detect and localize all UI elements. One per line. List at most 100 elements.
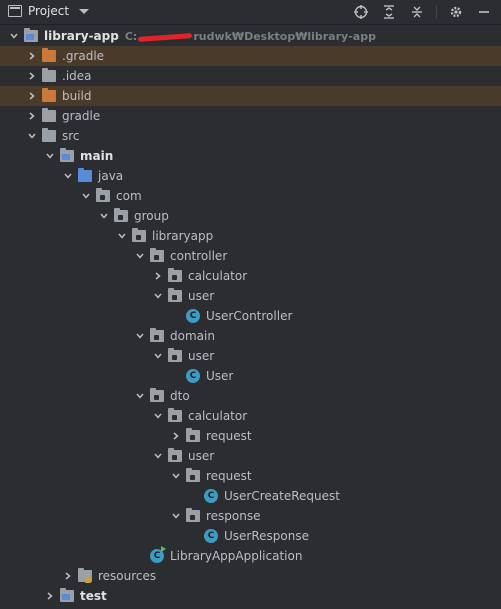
chevron-down-icon[interactable] bbox=[152, 446, 164, 466]
tree-item-label: .gradle bbox=[62, 49, 105, 63]
project-path-prefix: C: bbox=[124, 30, 138, 43]
tree-item-label: src bbox=[62, 129, 80, 143]
chevron-down-icon[interactable] bbox=[62, 166, 74, 186]
chevron-down-icon[interactable] bbox=[134, 246, 146, 266]
package-icon bbox=[114, 208, 128, 222]
chevron-down-icon[interactable] bbox=[26, 126, 38, 146]
tree-row-build[interactable]: build bbox=[0, 86, 501, 106]
package-icon bbox=[150, 388, 164, 402]
tree-item-label: libraryapp bbox=[152, 229, 214, 243]
tree-row-user[interactable]: user bbox=[0, 286, 501, 306]
chevron-down-icon[interactable] bbox=[134, 326, 146, 346]
tree-item-label: request bbox=[206, 429, 252, 443]
chevron-down-icon[interactable] bbox=[152, 346, 164, 366]
project-path: C: rudwk₩Desktop₩library-app bbox=[125, 30, 376, 43]
package-icon bbox=[168, 448, 182, 462]
tree-row-dto[interactable]: dto bbox=[0, 386, 501, 406]
tree-item-label: group bbox=[134, 209, 169, 223]
minimize-icon[interactable] bbox=[475, 3, 493, 21]
tree-item-label: com bbox=[116, 189, 142, 203]
module-folder-icon bbox=[60, 148, 74, 162]
tree-item-label: test bbox=[80, 589, 107, 603]
tree-item-label: LibraryAppApplication bbox=[170, 549, 303, 563]
folder-icon bbox=[42, 128, 56, 142]
tree-item-label: UserController bbox=[206, 309, 293, 323]
package-icon bbox=[186, 428, 200, 442]
tree-row-response[interactable]: response bbox=[0, 506, 501, 526]
chevron-right-icon[interactable] bbox=[26, 46, 38, 66]
collapse-all-icon[interactable] bbox=[408, 3, 426, 21]
tree-item-label: build bbox=[62, 89, 92, 103]
tree-item-label: gradle bbox=[62, 109, 101, 123]
chevron-down-icon[interactable] bbox=[170, 506, 182, 526]
crosshair-icon[interactable] bbox=[352, 3, 370, 21]
tree-row-java[interactable]: java bbox=[0, 166, 501, 186]
tree-row-calculator[interactable]: calculator bbox=[0, 266, 501, 286]
chevron-down-icon[interactable] bbox=[152, 286, 164, 306]
tree-row-user[interactable]: user bbox=[0, 346, 501, 366]
package-icon bbox=[132, 228, 146, 242]
gear-icon[interactable] bbox=[447, 3, 465, 21]
java-class-icon: C bbox=[186, 309, 200, 323]
tree-row-src[interactable]: src bbox=[0, 126, 501, 146]
tree-row-main[interactable]: main bbox=[0, 146, 501, 166]
tree-row-usercontroller[interactable]: C UserController bbox=[0, 306, 501, 326]
chevron-down-icon[interactable] bbox=[152, 406, 164, 426]
chevron-down-icon[interactable] bbox=[134, 386, 146, 406]
tree-row-com[interactable]: com bbox=[0, 186, 501, 206]
tree-row-gradle[interactable]: gradle bbox=[0, 106, 501, 126]
source-folder-icon bbox=[78, 168, 92, 182]
chevron-right-icon[interactable] bbox=[26, 86, 38, 106]
chevron-down-icon[interactable] bbox=[116, 226, 128, 246]
module-folder-icon bbox=[60, 588, 74, 602]
tree-row-request[interactable]: request bbox=[0, 466, 501, 486]
expand-all-icon[interactable] bbox=[380, 3, 398, 21]
project-view-title: Project bbox=[28, 4, 70, 18]
module-folder-icon bbox=[24, 28, 38, 42]
tree-row-calculator[interactable]: calculator bbox=[0, 406, 501, 426]
project-view-selector[interactable]: Project bbox=[8, 4, 90, 18]
package-icon bbox=[186, 508, 200, 522]
tree-item-label: user bbox=[188, 289, 215, 303]
tree-row-resources[interactable]: resources bbox=[0, 566, 501, 586]
tree-row-user[interactable]: user bbox=[0, 446, 501, 466]
tree-row-libraryapp[interactable]: libraryapp bbox=[0, 226, 501, 246]
folder-icon bbox=[42, 68, 56, 82]
chevron-right-icon[interactable] bbox=[26, 66, 38, 86]
tree-row-test[interactable]: test bbox=[0, 586, 501, 606]
tree-row-request[interactable]: request bbox=[0, 426, 501, 446]
chevron-right-icon[interactable] bbox=[44, 586, 56, 606]
package-icon bbox=[168, 268, 182, 282]
chevron-down-icon[interactable] bbox=[8, 26, 20, 46]
package-icon bbox=[150, 328, 164, 342]
package-icon bbox=[186, 468, 200, 482]
tree-row-domain[interactable]: domain bbox=[0, 326, 501, 346]
tree-row--idea[interactable]: .idea bbox=[0, 66, 501, 86]
tree-item-label: main bbox=[80, 149, 114, 163]
chevron-right-icon[interactable] bbox=[26, 106, 38, 126]
tree-row--gradle[interactable]: .gradle bbox=[0, 46, 501, 66]
project-path-suffix: rudwk₩Desktop₩library-app bbox=[193, 30, 376, 43]
tree-item-label: request bbox=[206, 469, 252, 483]
excluded-folder-icon bbox=[42, 48, 56, 62]
tree-row-controller[interactable]: controller bbox=[0, 246, 501, 266]
chevron-down-icon[interactable] bbox=[80, 186, 92, 206]
chevron-down-icon[interactable] bbox=[98, 206, 110, 226]
chevron-right-icon[interactable] bbox=[152, 266, 164, 286]
package-icon bbox=[168, 408, 182, 422]
tree-item-label: .idea bbox=[62, 69, 92, 83]
tree-item-label: UserResponse bbox=[224, 529, 309, 543]
chevron-right-icon[interactable] bbox=[62, 566, 74, 586]
tree-row-group[interactable]: group bbox=[0, 206, 501, 226]
tree-item-label: user bbox=[188, 449, 215, 463]
tree-item-label: response bbox=[206, 509, 261, 523]
chevron-right-icon[interactable] bbox=[170, 426, 182, 446]
chevron-down-icon[interactable] bbox=[170, 466, 182, 486]
chevron-down-icon[interactable] bbox=[79, 8, 90, 14]
chevron-down-icon[interactable] bbox=[44, 146, 56, 166]
